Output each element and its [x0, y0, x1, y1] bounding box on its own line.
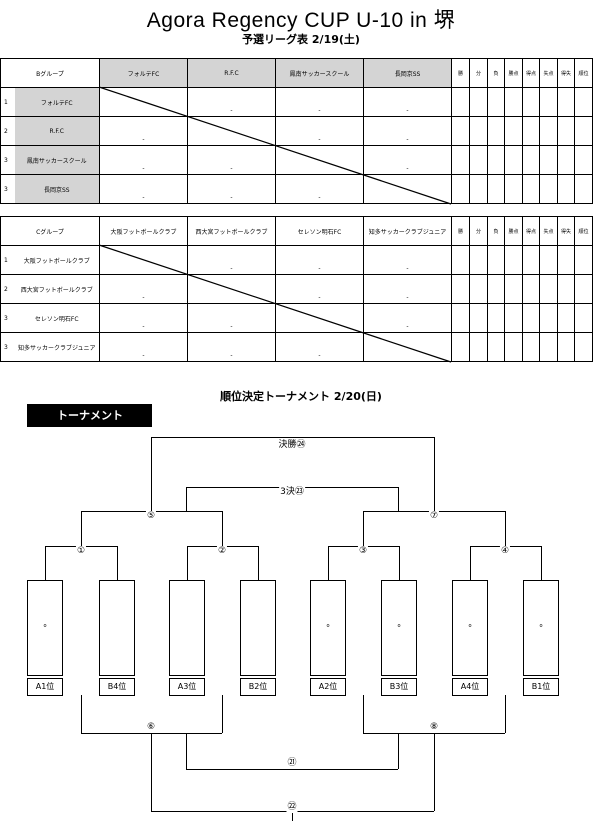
page-subtitle: 予選リーグ表 2/19(土) — [242, 33, 360, 46]
table-row: 1 フォルテFC - - - — [0, 87, 593, 117]
match-21-label: ㉑ — [286, 758, 298, 769]
score-cell: - — [363, 116, 452, 146]
match-5-label: ⑤ — [145, 511, 157, 522]
page-title: Agora Regency CUP U-10 in 堺 — [146, 9, 456, 32]
table-row: 2 R.F.C - - - — [0, 116, 593, 146]
row-team: R.F.C — [14, 116, 100, 146]
column-team: 長岡京SS — [363, 58, 452, 88]
column-team: フォルテFC — [99, 58, 188, 88]
team-slot — [99, 580, 135, 676]
match-7-label: ⑦ — [428, 511, 440, 522]
row-team: 長岡京SS — [14, 174, 100, 204]
score-cell: - — [187, 245, 276, 275]
score-cell: - — [363, 245, 452, 275]
group-b-diagonal — [98, 86, 452, 205]
slot-label: B3位 — [381, 678, 417, 696]
team-slot: o — [523, 580, 559, 676]
score-cell: - — [275, 332, 364, 362]
slot-label: A3位 — [169, 678, 205, 696]
group-b-league-table: Bグループ フォルテFC R.F.C 鳳南サッカースクール 長岡京SS 勝 分 … — [0, 58, 593, 204]
tournament-title: 順位決定トーナメント 2/20(日) — [220, 390, 382, 403]
slot-label: B4位 — [99, 678, 135, 696]
match-4-label: ④ — [499, 546, 511, 557]
match-3-label: ③ — [357, 546, 369, 557]
score-cell: - — [363, 87, 452, 117]
match-2-label: ② — [216, 546, 228, 557]
group-c-diagonal — [98, 244, 452, 363]
score-cell: - — [187, 174, 276, 204]
score-cell: - — [187, 87, 276, 117]
team-slot: o — [310, 580, 346, 676]
team-slot — [169, 580, 205, 676]
match-8-label: ⑧ — [428, 722, 440, 733]
row-team: 知多サッカークラブジュニア — [14, 332, 100, 362]
row-team: フォルテFC — [14, 87, 100, 117]
row-number: 3 — [0, 174, 15, 204]
score-cell: - — [99, 303, 188, 333]
match-22-label: ㉒ — [286, 802, 298, 813]
third-place-match-label: 3決㉓ — [279, 487, 305, 498]
match-6-label: ⑥ — [145, 722, 157, 733]
slot-label: B1位 — [523, 678, 559, 696]
table-row: 3 長岡京SS - - - — [0, 174, 593, 204]
team-slot: o — [452, 580, 488, 676]
score-cell: - — [275, 87, 364, 117]
score-cell: - — [363, 274, 452, 304]
column-team: 西大宮フットボールクラブ — [187, 216, 276, 246]
column-team: 鳳南サッカースクール — [275, 58, 364, 88]
row-team: 大阪フットボールクラブ — [14, 245, 100, 275]
slot-label: B2位 — [240, 678, 276, 696]
slot-label: A4位 — [452, 678, 488, 696]
table-row: 3 知多サッカークラブジュニア - - - — [0, 332, 593, 362]
slot-label: A2位 — [310, 678, 346, 696]
team-slot: o — [27, 580, 63, 676]
tournament-badge: トーナメント — [27, 404, 152, 427]
slot-label: A1位 — [27, 678, 63, 696]
column-team: R.F.C — [187, 58, 276, 88]
match-1-label: ① — [75, 546, 87, 557]
score-cell: - — [275, 174, 364, 204]
final-match-label: 決勝㉔ — [277, 440, 307, 451]
score-cell: - — [187, 303, 276, 333]
score-cell: - — [187, 332, 276, 362]
team-slot — [240, 580, 276, 676]
team-slot: o — [381, 580, 417, 676]
row-number: 3 — [0, 332, 15, 362]
